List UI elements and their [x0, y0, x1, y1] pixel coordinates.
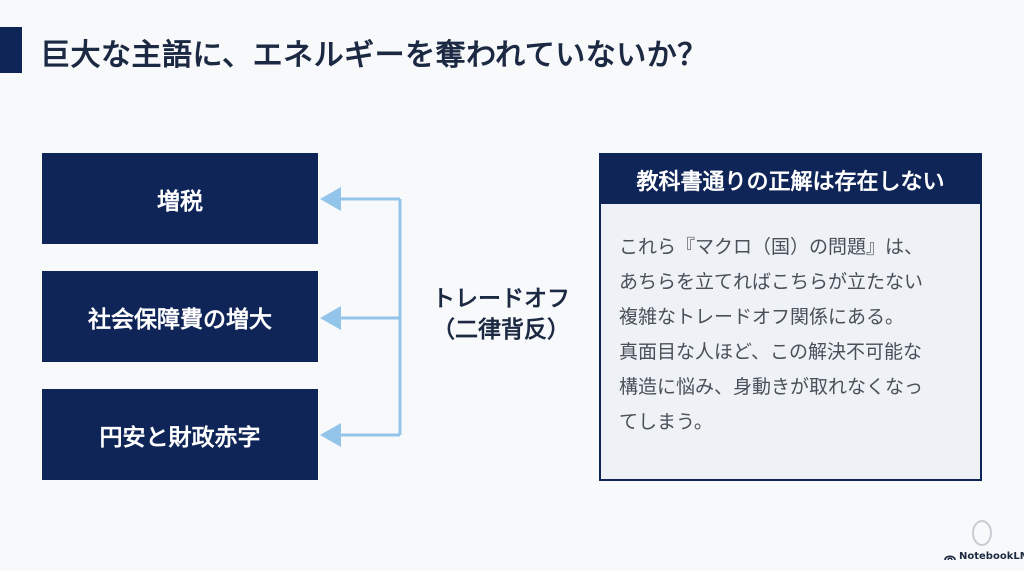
- panel-line: 複雑なトレードオフ関係にある。: [619, 306, 905, 328]
- box-label: 社会保障費の増大: [88, 306, 272, 333]
- box-label: 増税: [157, 188, 203, 215]
- title-accent-bar: [0, 27, 22, 73]
- box-tax-increase: 増税: [42, 153, 318, 244]
- panel-line: これら『マクロ（国）の問題』は、: [619, 236, 924, 258]
- arrow-head-icon: [320, 306, 341, 330]
- brand-name: NotebookLM: [959, 551, 1024, 562]
- notebooklm-logo-icon: [944, 555, 956, 561]
- slide-title: 巨大な主語に、エネルギーを奪われていないか？: [40, 38, 708, 73]
- brand-watermark: NotebookLM: [944, 551, 1024, 562]
- arrow-head-icon: [320, 187, 341, 211]
- corner-logo-icon: [972, 520, 992, 546]
- tradeoff-label: トレードオフ （二律背反）: [414, 284, 588, 346]
- box-yen-deficit: 円安と財政赤字: [42, 389, 318, 480]
- bracket-line: [338, 197, 402, 437]
- box-social-security: 社会保障費の増大: [42, 271, 318, 362]
- panel-line: 構造に悩み、身動きが取れなくなっ: [619, 376, 924, 398]
- tradeoff-line2: （二律背反）: [432, 317, 570, 343]
- panel-body: これら『マクロ（国）の問題』は、 あちらを立てればこちらが立たない 複雑なトレー…: [601, 204, 980, 440]
- panel-line: てしまう。: [619, 411, 713, 433]
- panel-line: 真面目な人ほど、この解決不可能な: [619, 341, 923, 363]
- tradeoff-line1: トレードオフ: [432, 286, 570, 312]
- arrow-head-icon: [320, 423, 341, 447]
- box-label: 円安と財政赤字: [99, 424, 261, 451]
- explanation-panel: 教科書通りの正解は存在しない これら『マクロ（国）の問題』は、 あちらを立てれば…: [599, 153, 982, 481]
- panel-line: あちらを立てればこちらが立たない: [619, 271, 924, 293]
- panel-header: 教科書通りの正解は存在しない: [601, 155, 980, 204]
